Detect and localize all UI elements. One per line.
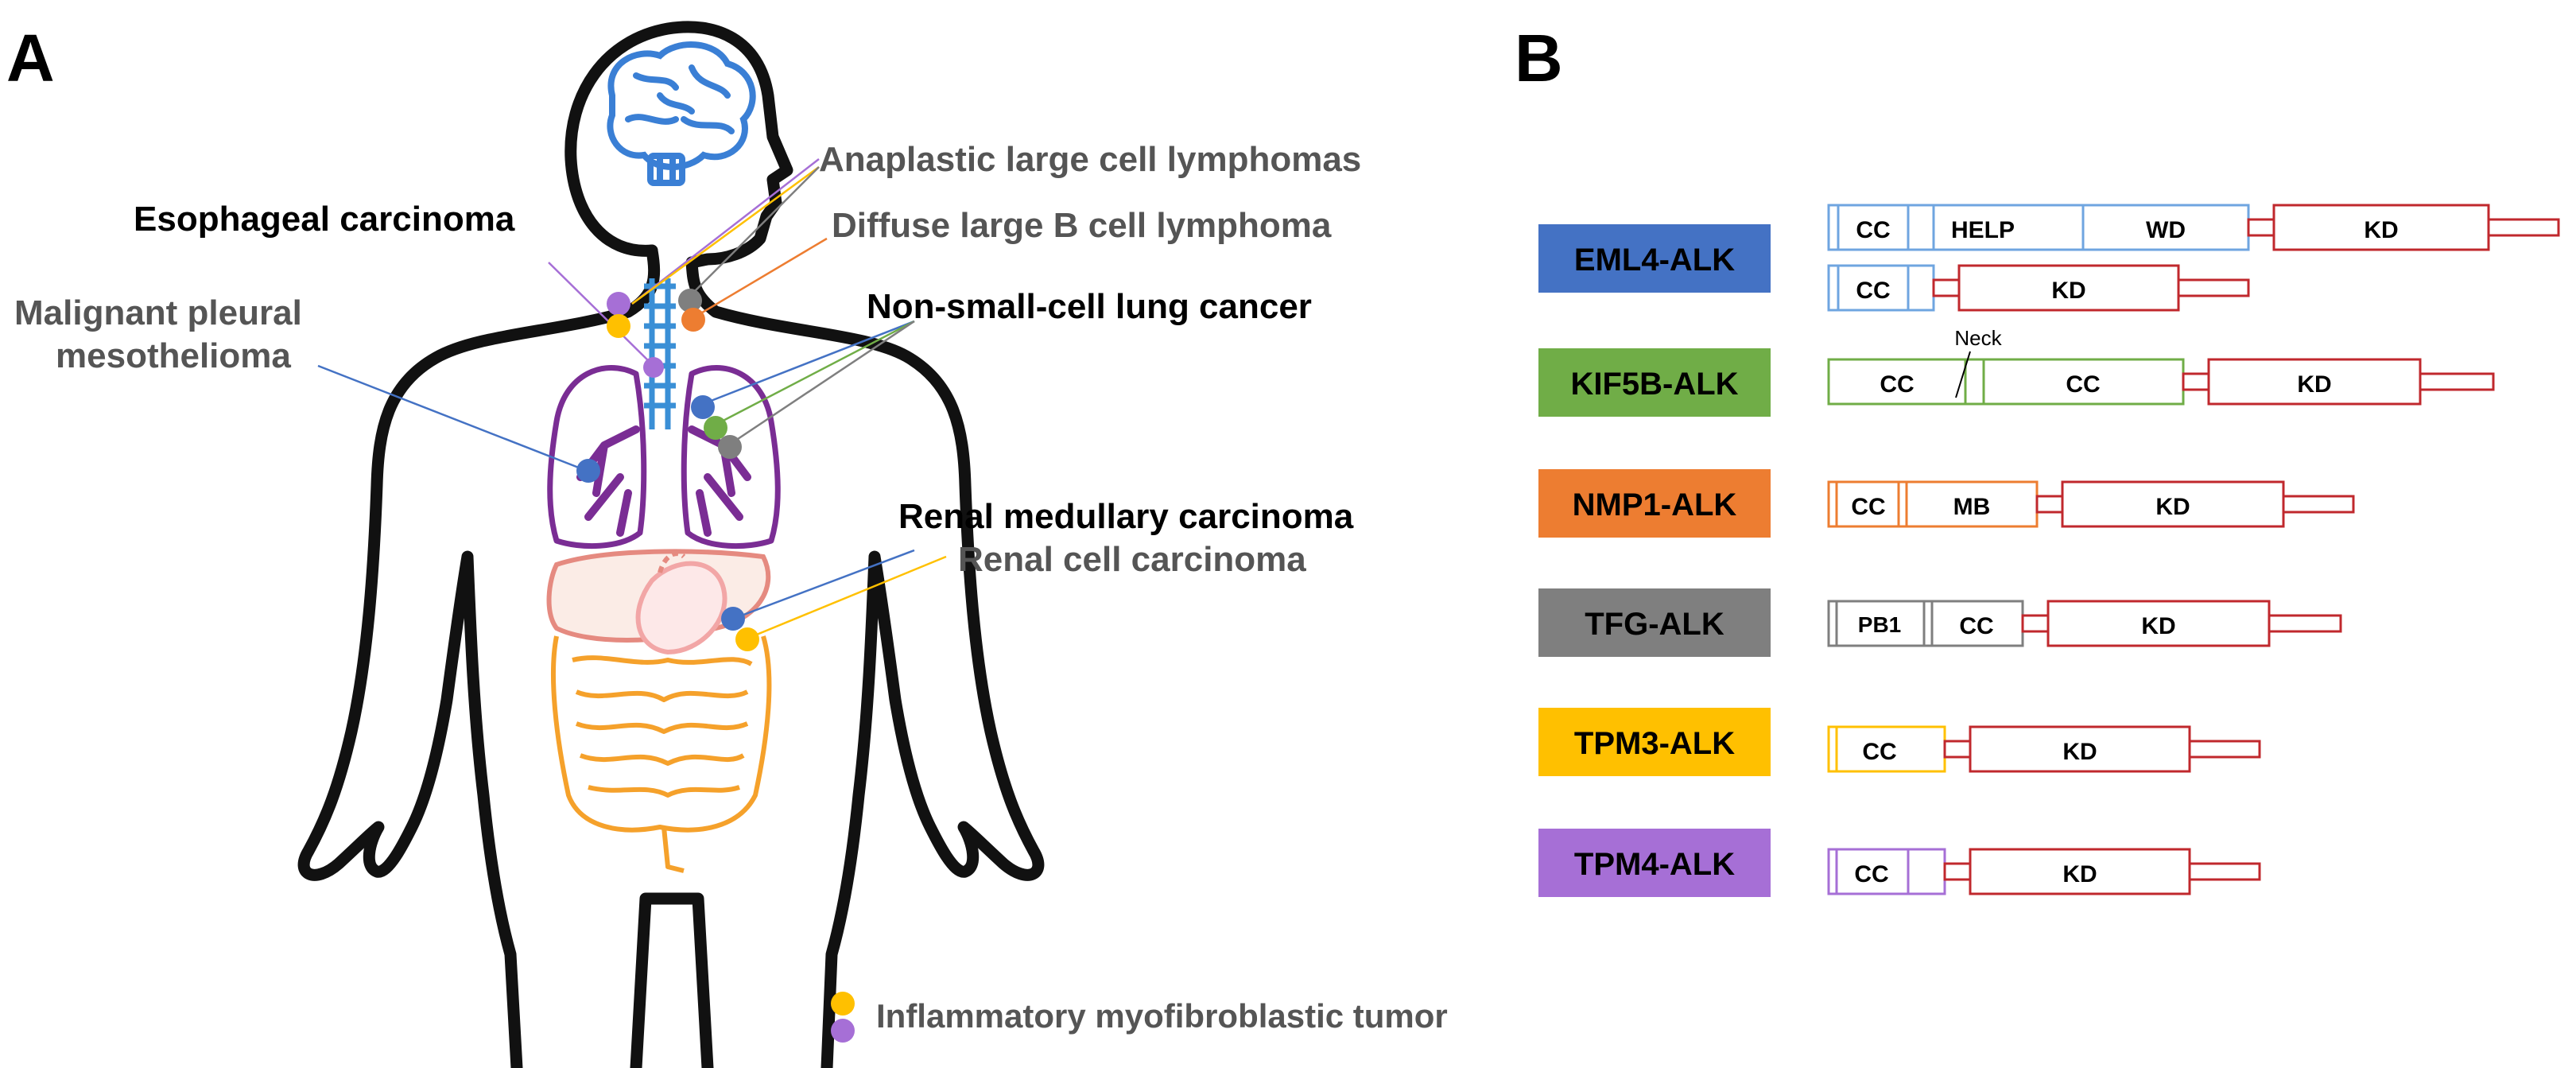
eml4-domain-kd: KD [2364,217,2398,243]
label-dlbcl: Diffuse large B cell lymphoma [832,206,1332,245]
fusion-box-kif5b [1538,348,1771,417]
eml4-alk-variant-2: CC KD [1827,264,2250,312]
panel-label-a: A [6,21,55,95]
fusion-label-boxes: EML4-ALK KIF5B-ALK NMP1-ALK TFG-ALK TPM3… [1538,224,1771,897]
label-mpm-line1: Malignant pleural [14,293,302,332]
dot-nsclc-blue [691,395,715,419]
fusion-label-tpm3: TPM3-ALK [1574,726,1735,761]
dot-nsclc-green [704,416,727,440]
tpm4-domain-cc: CC [1854,861,1888,887]
fusion-label-kif5b: KIF5B-ALK [1570,367,1738,402]
tfg-domain-cc: CC [1959,613,1993,639]
human-body-outline [297,21,1045,1068]
fusion-label-eml4: EML4-ALK [1574,243,1735,278]
fusion-box-tpm4 [1538,829,1771,897]
label-imt: Inflammatory myofibroblastic tumor [876,997,1448,1035]
label-renal-medullary: Renal medullary carcinoma [898,497,1354,536]
tfg-domain-pb1: PB1 [1858,612,1901,637]
eml4-v2-domain-kd: KD [2051,278,2085,304]
fusion-box-nmp1 [1538,469,1771,538]
tpm4-alk-diagram: CC KD [1827,848,2261,895]
kif5b-domain-cc2: CC [2066,371,2100,398]
eml4-v2-domain-cc: CC [1856,278,1890,304]
fusion-label-tpm4: TPM4-ALK [1574,847,1735,882]
eml4-domain-cc: CC [1856,217,1890,243]
kif5b-domain-kd: KD [2297,371,2331,398]
fusion-box-tpm3 [1538,708,1771,776]
dot-alcl-yellow [607,314,630,338]
tpm4-domain-kd: KD [2062,861,2097,887]
fusion-label-nmp1: NMP1-ALK [1573,487,1737,522]
dot-renal-yellow [735,627,759,651]
eml4-alk-variant-1: CC HELP WD KD [1827,204,2560,251]
tfg-alk-diagram: PB1 CC KD [1827,600,2342,647]
domain-diagrams: CC HELP WD KD CC KD CC Neck C [1827,204,2560,895]
eml4-domain-wd: WD [2146,217,2186,243]
fusion-label-tfg: TFG-ALK [1585,607,1724,642]
eml4-domain-help: HELP [1951,217,2015,243]
connector-lines [317,158,947,639]
disease-dots [576,289,855,1043]
nmp1-domain-mb: MB [1953,494,1991,520]
label-alcl: Anaplastic large cell lymphomas [819,140,1361,179]
label-renal-cell: Renal cell carcinoma [958,540,1306,579]
dot-imt-yellow [831,992,855,1016]
dot-dlbcl-orange [681,308,705,332]
nmp1-domain-cc: CC [1851,494,1885,520]
dot-alcl-grey [678,289,702,313]
label-nsclc: Non-small-cell lung cancer [867,287,1312,326]
tfg-domain-kd: KD [2141,613,2175,639]
intestines-icon [550,635,772,873]
kif5b-domain-neck: Neck [1954,326,2002,350]
dot-alcl-purple [607,292,630,316]
tpm3-alk-diagram: CC KD [1827,725,2261,773]
fusion-box-tfg [1538,588,1771,657]
tpm3-domain-kd: KD [2062,739,2097,765]
nmp1-alk-diagram: CC MB KD [1827,480,2355,528]
kif5b-domain-cc1: CC [1880,371,1914,398]
dot-nsclc-grey [718,435,742,459]
dot-renal-blue [721,607,745,631]
nmp1-domain-kd: KD [2155,494,2190,520]
panel-label-b: B [1515,21,1563,95]
liver-stomach-icon [546,549,771,655]
lungs-icon [547,365,781,549]
tpm3-domain-cc: CC [1862,739,1896,765]
dot-esophageal-purple [643,357,664,378]
label-mpm-line2: mesothelioma [56,336,291,375]
label-esophageal: Esophageal carcinoma [134,200,515,239]
fusion-box-eml4 [1538,224,1771,293]
brain-icon [607,41,756,186]
kif5b-alk-diagram: CC Neck CC KD [1827,326,2495,406]
dot-imt-purple [831,1019,855,1043]
dot-mpm-blue [576,459,600,483]
